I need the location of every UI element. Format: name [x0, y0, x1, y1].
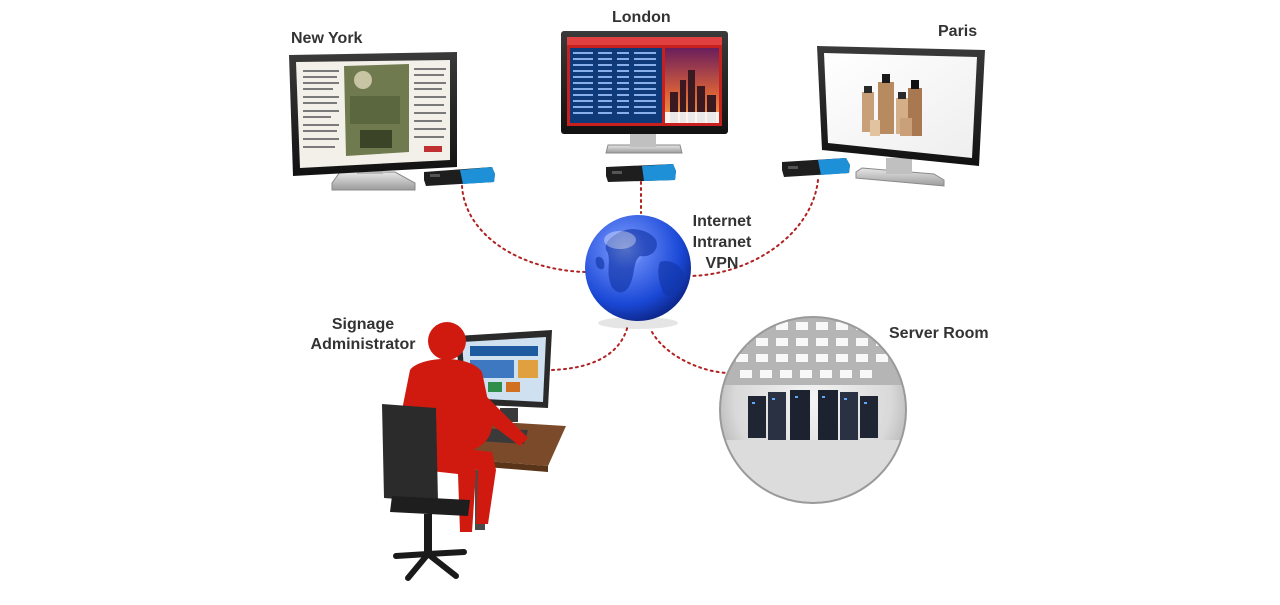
administrator-label-line2: Administrator [310, 336, 416, 353]
new-york-media-player [424, 167, 495, 186]
administrator-label: Signage Administrator [300, 315, 426, 355]
paris-display [817, 46, 985, 187]
location-label-london: London [612, 9, 671, 26]
server-room-label: Server Room [889, 325, 989, 342]
globe-icon [585, 215, 691, 329]
network-connectors [461, 179, 819, 374]
paris-media-player [782, 158, 850, 177]
server-room-globe [719, 316, 907, 504]
network-label: Internet Intranet VPN [688, 211, 756, 274]
network-label-intranet: Intranet [692, 234, 752, 251]
server-rack-icon [748, 390, 878, 440]
london-media-player [606, 164, 676, 182]
connector-admin [551, 324, 629, 371]
office-chair-icon [382, 404, 470, 581]
connector-server-room [651, 331, 729, 374]
network-label-vpn: VPN [705, 255, 739, 272]
london-display [561, 31, 728, 154]
administrator-label-line1: Signage [331, 316, 395, 333]
connector-paris [689, 179, 819, 277]
location-label-new-york: New York [291, 30, 363, 47]
connector-new-york [461, 185, 586, 273]
cosmetic-bottles [862, 74, 922, 136]
location-label-paris: Paris [938, 23, 978, 40]
network-label-internet: Internet [692, 213, 752, 230]
new-york-display [289, 52, 457, 191]
